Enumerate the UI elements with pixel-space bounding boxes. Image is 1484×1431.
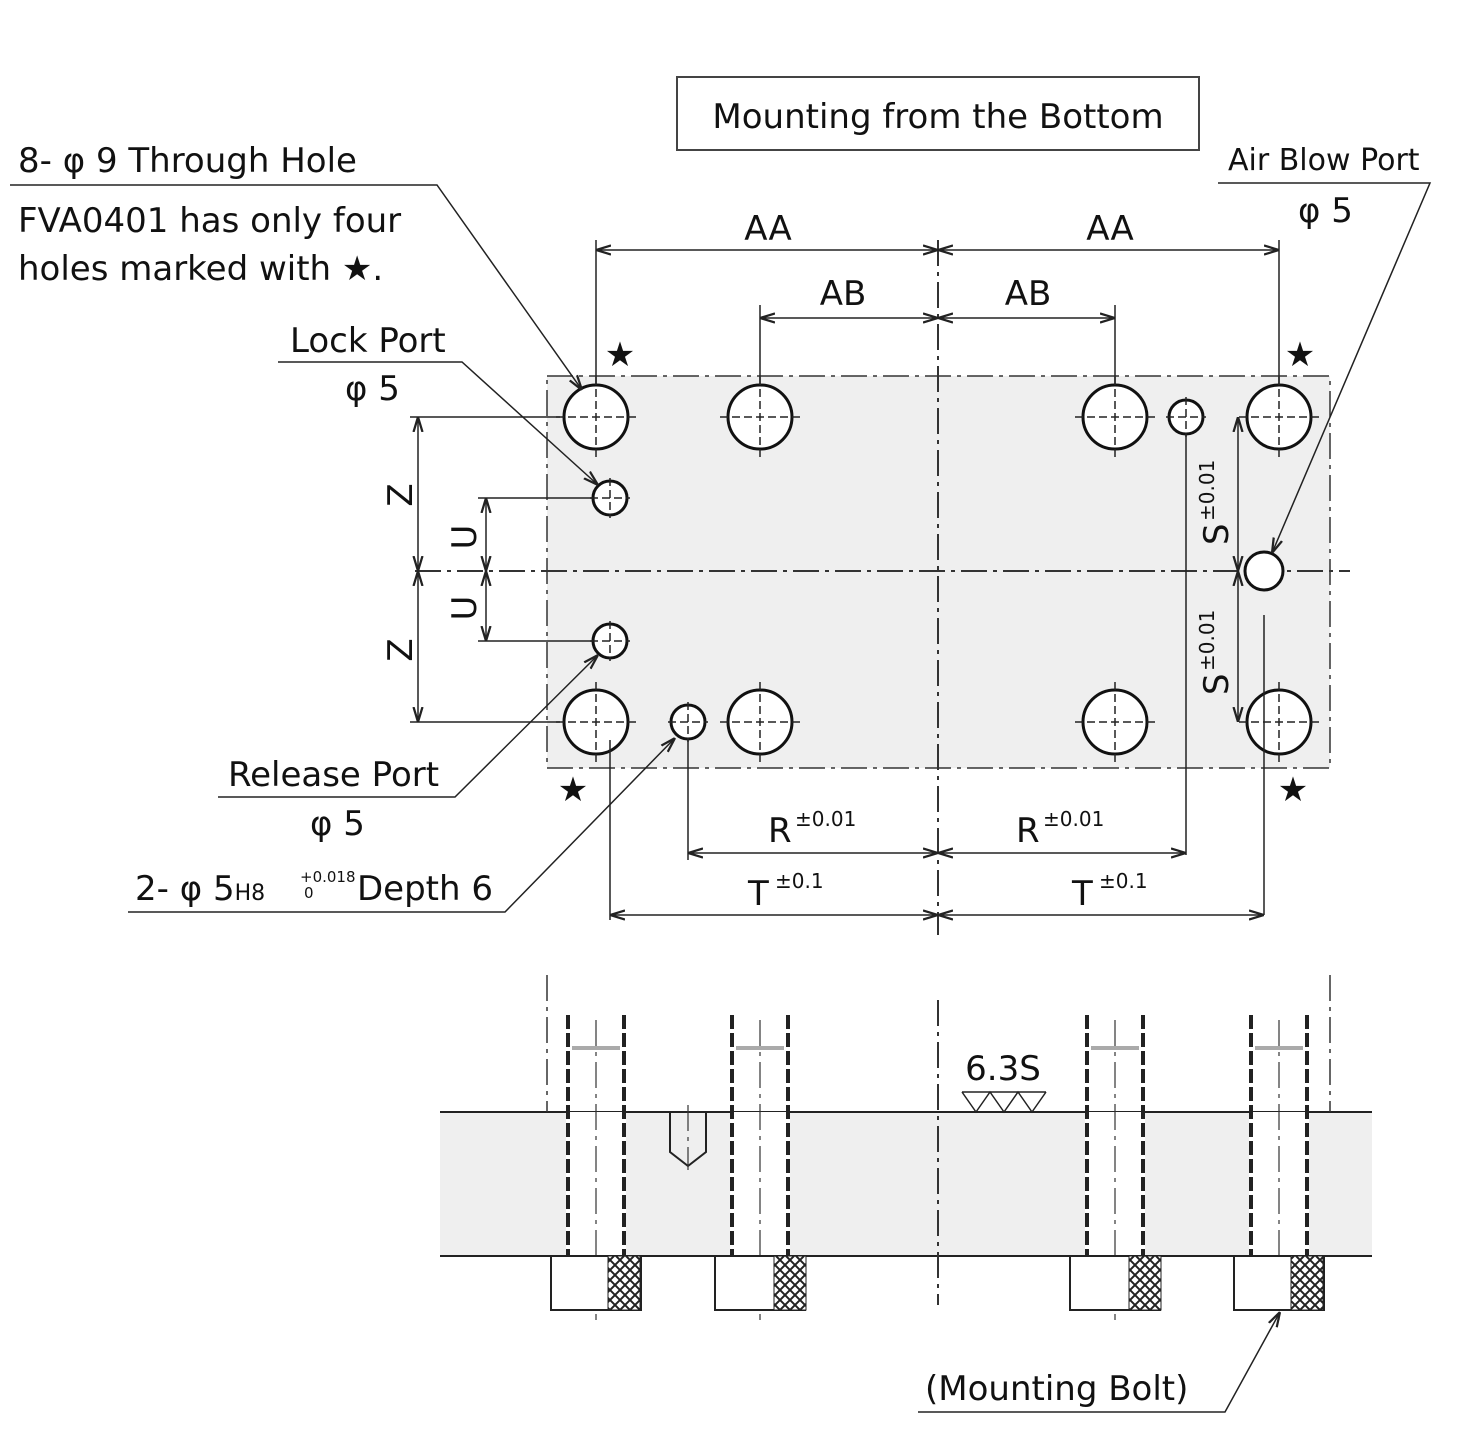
top-view: ★ ★ ★ ★ xyxy=(415,240,1350,935)
svg-text:holes marked with ★.: holes marked with ★. xyxy=(18,249,383,289)
dim-aa-right: AA xyxy=(1086,209,1133,249)
dim-u-upper: U xyxy=(445,525,485,550)
svg-text:2- φ 5H8: 2- φ 5H8 xyxy=(135,869,265,909)
star-marker: ★ xyxy=(1278,770,1308,810)
svg-text:R: R xyxy=(1016,811,1040,851)
dim-aa-left: AA xyxy=(744,209,791,249)
svg-text:±0.1: ±0.1 xyxy=(1099,869,1148,893)
svg-text:Air Blow Port: Air Blow Port xyxy=(1228,143,1420,178)
svg-text:FVA0401 has only four: FVA0401 has only four xyxy=(18,201,401,241)
diagram-title: Mounting from the Bottom xyxy=(712,97,1163,137)
callouts: 8- φ 9 Through Hole FVA0401 has only fou… xyxy=(10,141,1432,913)
dim-u-lower: U xyxy=(445,596,485,621)
side-view: 6.3S (Mounting Bolt) xyxy=(440,975,1372,1413)
surface-finish-symbol: 6.3S xyxy=(961,1049,1047,1114)
svg-text:Lock Port: Lock Port xyxy=(290,321,446,361)
svg-text:φ 5: φ 5 xyxy=(345,369,400,409)
mounting-bolt xyxy=(1069,1015,1162,1320)
pin-hole-callout: 2- φ 5H8 +0.018 0 Depth 6 xyxy=(128,738,675,913)
tolerance-upper: +0.018 xyxy=(300,868,356,886)
pin-hole-section xyxy=(669,1105,707,1170)
dim-t-left: T ±0.1 xyxy=(747,869,824,914)
dim-ab-left: AB xyxy=(820,274,867,314)
dim-s-lower: S ±0.01 xyxy=(1195,610,1237,695)
lock-port-callout: Lock Port φ 5 xyxy=(278,321,598,485)
stars: ★ ★ ★ ★ xyxy=(558,335,1315,810)
title-box: Mounting from the Bottom xyxy=(676,76,1200,151)
svg-text:φ 5: φ 5 xyxy=(1298,191,1353,231)
svg-text:6.3S: 6.3S xyxy=(965,1049,1041,1089)
dim-z-lower: Z xyxy=(381,638,421,661)
mounting-bolt xyxy=(550,1015,642,1320)
release-port-callout: Release Port φ 5 xyxy=(218,655,598,844)
svg-text:T: T xyxy=(747,874,769,914)
svg-text:8- φ 9 Through Hole: 8- φ 9 Through Hole xyxy=(18,141,357,181)
dim-t-right: T ±0.1 xyxy=(1071,869,1148,914)
svg-text:Release Port: Release Port xyxy=(228,755,439,795)
svg-text:(Mounting Bolt): (Mounting Bolt) xyxy=(925,1369,1188,1409)
star-marker: ★ xyxy=(605,335,635,375)
svg-text:±0.01: ±0.01 xyxy=(1195,460,1219,521)
dim-r-left: R ±0.01 xyxy=(768,807,856,851)
mounting-bolt-callout: (Mounting Bolt) xyxy=(918,1312,1280,1413)
dim-z-upper: Z xyxy=(381,483,421,506)
dim-r-right: R ±0.01 xyxy=(1016,807,1104,851)
svg-text:R: R xyxy=(768,811,792,851)
star-marker: ★ xyxy=(1285,335,1315,375)
svg-text:T: T xyxy=(1071,874,1093,914)
star-marker: ★ xyxy=(558,770,588,810)
dim-s-upper: S ±0.01 xyxy=(1195,460,1237,545)
svg-text:±0.1: ±0.1 xyxy=(775,869,824,893)
svg-text:±0.01: ±0.01 xyxy=(795,807,856,831)
svg-text:±0.01: ±0.01 xyxy=(1195,610,1219,671)
dim-ab-right: AB xyxy=(1005,274,1052,314)
air-blow-port-callout: Air Blow Port φ 5 xyxy=(1218,143,1432,553)
air-blow-port-hole xyxy=(1243,550,1285,592)
svg-text:Depth 6: Depth 6 xyxy=(357,869,493,909)
svg-text:±0.01: ±0.01 xyxy=(1043,807,1104,831)
tolerance-lower: 0 xyxy=(304,884,314,902)
svg-text:S: S xyxy=(1197,523,1237,545)
mounting-bolt xyxy=(1233,1015,1325,1320)
mounting-bolts xyxy=(550,1015,1325,1320)
dimensions: AA AA AB AB Z Z U U S ±0.01 S ±0.01 xyxy=(381,209,1280,920)
hole-center-marks xyxy=(556,377,1319,762)
svg-text:φ 5: φ 5 xyxy=(310,804,365,844)
mounting-bolt xyxy=(714,1015,807,1320)
through-hole-callout: 8- φ 9 Through Hole FVA0401 has only fou… xyxy=(10,141,582,390)
svg-text:S: S xyxy=(1197,673,1237,695)
